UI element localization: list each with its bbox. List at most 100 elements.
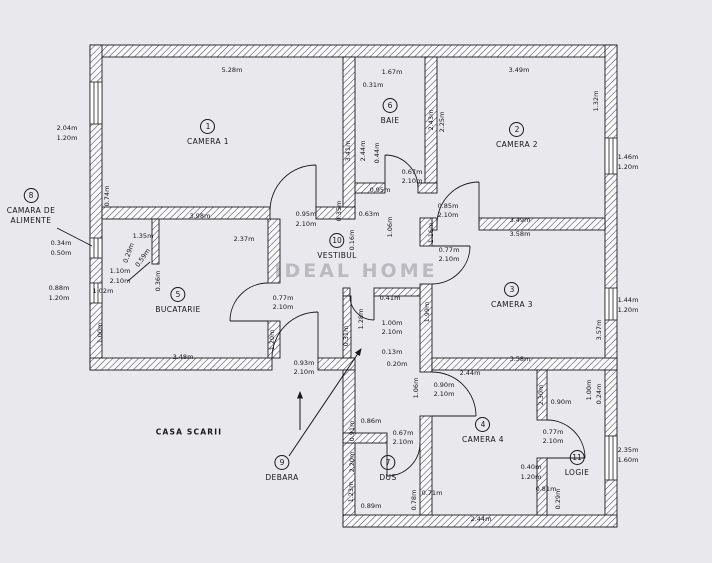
dimension-label: 0.89m bbox=[360, 501, 382, 510]
dimension-label: 1.16m bbox=[426, 222, 435, 244]
room-number-circle: 5 bbox=[170, 287, 186, 302]
dimension-label: 0.31m bbox=[362, 80, 384, 89]
room-name: BUCATARIE bbox=[155, 305, 201, 314]
dimension-label: 0.81m bbox=[535, 484, 557, 493]
dimension-label: 0.93m bbox=[293, 358, 315, 367]
dimension-label: 2.35m bbox=[617, 445, 639, 454]
room-number-circle: 6 bbox=[382, 98, 398, 113]
dimension-label: 2.04m bbox=[56, 123, 78, 132]
room-name: CAMERA 2 bbox=[496, 140, 538, 149]
dimension-label: 2.44m bbox=[459, 368, 481, 377]
dimension-label: 1.28m bbox=[356, 308, 365, 330]
window bbox=[89, 237, 103, 259]
pantry-leader-line bbox=[56, 227, 93, 247]
dimension-label: 0.74m bbox=[102, 185, 111, 207]
room-name: BAIE bbox=[380, 116, 400, 125]
dimension-label: 0.71m bbox=[421, 488, 443, 497]
room-number-circle: 11 bbox=[569, 450, 585, 465]
dimension-label: 3.49m bbox=[509, 215, 531, 224]
dimension-label: 0.34m bbox=[50, 238, 72, 247]
dimension-label: 1.20m bbox=[520, 472, 542, 481]
arrows-layer bbox=[56, 227, 362, 457]
dimension-label: 2.10m bbox=[438, 254, 460, 263]
room-number-circle: 7 bbox=[380, 455, 396, 470]
plan-annotation-text: CASA SCARII bbox=[155, 427, 223, 437]
dimension-label: 0.41m bbox=[379, 293, 401, 302]
dimension-label: 0.40m bbox=[520, 462, 542, 471]
dimension-label: 2.10m bbox=[437, 210, 459, 219]
room-number-circle: 4 bbox=[475, 417, 491, 432]
dimension-label: 0.85m bbox=[437, 201, 459, 210]
dimension-label: 0.86m bbox=[360, 416, 382, 425]
dimension-label: 2.10m bbox=[433, 389, 455, 398]
dimension-label: 2.10m bbox=[295, 219, 317, 228]
room-name: DEBARA bbox=[265, 473, 299, 482]
dimension-label: 3.41m bbox=[343, 140, 352, 162]
dimension-label: 1.20m bbox=[617, 305, 639, 314]
dimension-label: 0.31m bbox=[341, 325, 350, 347]
dimension-label: 0.29m bbox=[553, 488, 562, 510]
dimension-label: 1.06m bbox=[411, 377, 420, 399]
dimension-label: 0.90m bbox=[433, 380, 455, 389]
dimension-label: 0.24m bbox=[594, 383, 603, 405]
room-name: CAMERA 3 bbox=[491, 300, 533, 309]
dimension-label: 2.10m bbox=[392, 437, 414, 446]
room-number-circle: 3 bbox=[504, 282, 520, 297]
dimension-label: 1.00m bbox=[95, 322, 104, 344]
window bbox=[604, 137, 618, 175]
room-name: LOGIE bbox=[564, 468, 590, 477]
dimension-label: 3.48m bbox=[172, 352, 194, 361]
dimension-label: 0.90m bbox=[550, 397, 572, 406]
doors-layer bbox=[127, 154, 586, 477]
dimension-label: 0.77m bbox=[272, 293, 294, 302]
dimension-label: 0.50m bbox=[50, 248, 72, 257]
dimension-label: 1.44m bbox=[617, 295, 639, 304]
dimension-label: 2.37m bbox=[233, 234, 255, 243]
room-name: CAMERA 1 bbox=[187, 137, 229, 146]
room-number-circle: 8 bbox=[23, 188, 39, 203]
dimension-label: 1.67m bbox=[381, 67, 403, 76]
dimension-label: 5.28m bbox=[221, 65, 243, 74]
dimension-label: 2.20m bbox=[347, 451, 356, 473]
dimension-label: 1.99m bbox=[422, 301, 431, 323]
dimension-label: 2.25m bbox=[437, 111, 446, 133]
room-number-circle: 10 bbox=[329, 233, 345, 248]
window bbox=[89, 282, 103, 304]
dimension-label: 1.32m bbox=[591, 90, 600, 112]
debara-leader-arrow bbox=[288, 348, 362, 457]
dimension-label: 2.10m bbox=[109, 276, 131, 285]
dimension-label: 2.10m bbox=[542, 436, 564, 445]
dimension-label: 2.10m bbox=[401, 176, 423, 185]
dimension-label: 2.10m bbox=[381, 327, 403, 336]
dimension-label: 2.30m bbox=[536, 384, 545, 406]
room-name: VESTIBUL bbox=[317, 251, 357, 260]
room-name: DUS bbox=[379, 473, 397, 482]
dimension-label: 3.98m bbox=[189, 211, 211, 220]
dimension-label: 2.44m bbox=[358, 140, 367, 162]
dimension-label: 2.43m bbox=[426, 109, 435, 131]
dimension-label: 0.77m bbox=[438, 245, 460, 254]
dimension-label: 0.67m bbox=[392, 428, 414, 437]
dimension-label: 0.67m bbox=[401, 167, 423, 176]
dimension-label: 1.46m bbox=[617, 152, 639, 161]
dimension-label: 0.91m bbox=[347, 420, 356, 442]
dimension-label: 2.10m bbox=[293, 367, 315, 376]
dimension-label: 0.77m bbox=[542, 427, 564, 436]
dimension-label: 0.20m bbox=[386, 359, 408, 368]
dimension-label: 1.35m bbox=[132, 231, 154, 240]
dimension-label: 1.20m bbox=[267, 329, 276, 351]
dimension-label: 0.44m bbox=[372, 142, 381, 164]
dimension-label: 1.06m bbox=[385, 216, 394, 238]
room-number-circle: 9 bbox=[274, 455, 290, 470]
dimension-label: 1.20m bbox=[617, 162, 639, 171]
